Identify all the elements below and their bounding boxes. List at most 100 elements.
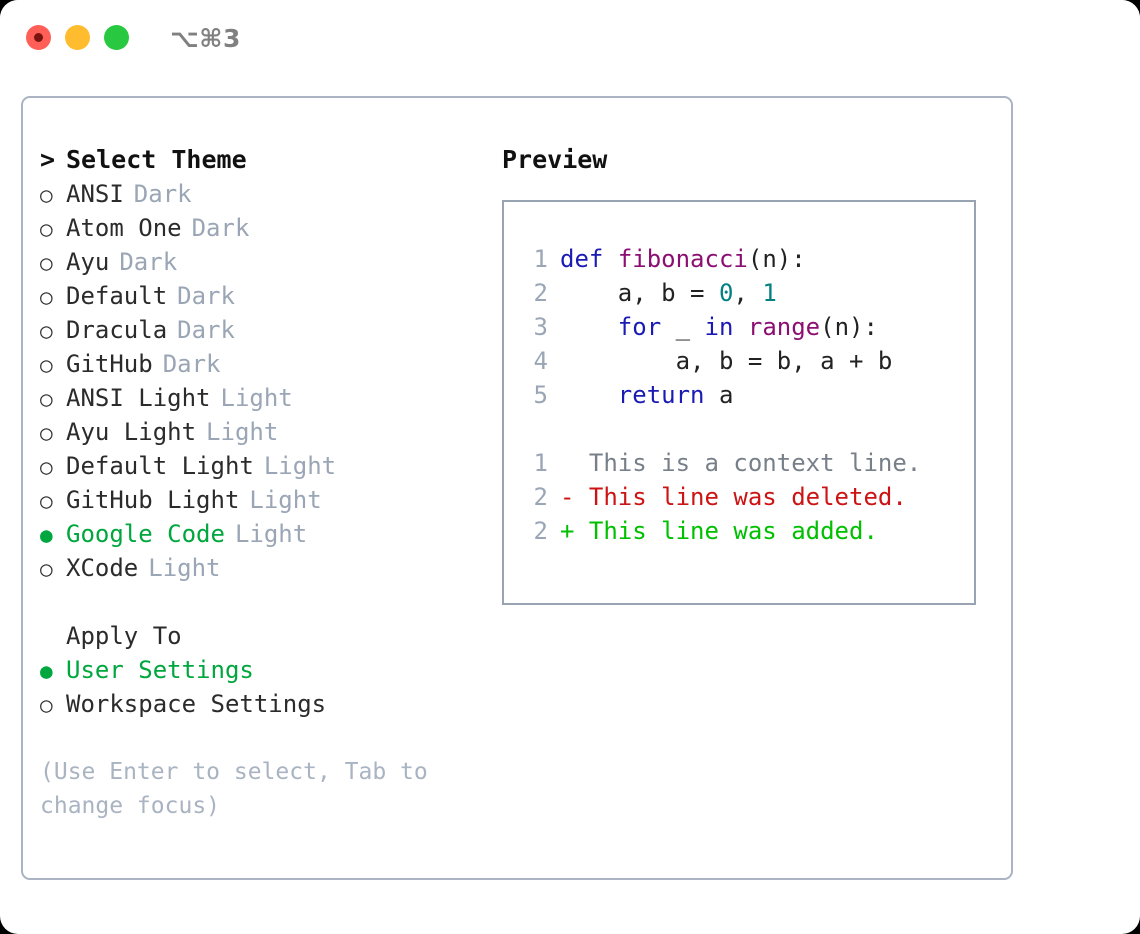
code-token-plain [733, 313, 747, 341]
radio-unselected-icon: ○ [40, 489, 53, 513]
theme-option-ansi[interactable]: ○ ANSI Dark [40, 177, 500, 211]
theme-option-label: ANSI [66, 180, 124, 208]
diff-line-number: 2 [533, 483, 548, 511]
theme-option-variant: Light [249, 486, 322, 514]
code-token-num: 0 [718, 279, 734, 307]
diff-sign [560, 449, 574, 477]
code-line-number: 5 [533, 381, 548, 409]
code-token-plain: , [733, 279, 763, 307]
theme-option-variant: Light [220, 384, 293, 412]
apply-to-option-label: User Settings [66, 656, 254, 684]
code-token-kw: def [560, 245, 604, 273]
theme-option-variant: Dark [177, 282, 235, 310]
theme-option-label: XCode [66, 554, 139, 582]
theme-option-label: ANSI Light [66, 384, 211, 412]
code-line-number: 1 [533, 245, 548, 273]
radio-unselected-icon: ○ [40, 251, 53, 275]
radio-unselected-icon: ○ [40, 183, 53, 207]
theme-option-github-light[interactable]: ○ GitHub Light Light [40, 483, 500, 517]
traffic-lights [26, 25, 129, 50]
theme-option-label: Google Code [66, 520, 225, 548]
apply-to-option-workspace-settings[interactable]: ○Workspace Settings [40, 687, 500, 721]
section-spacer [40, 585, 500, 619]
theme-option-variant: Light [234, 520, 308, 548]
code-token-plain: a [704, 381, 734, 409]
code-line: 2 a, b = 0, 1 [522, 276, 974, 310]
diff-spacer [522, 412, 974, 446]
code-line: 3 for _ in range(n): [522, 310, 974, 344]
theme-option-google-code[interactable]: ● Google Code Light [40, 517, 500, 551]
radio-unselected-icon: ○ [40, 387, 53, 411]
code-line-number: 4 [533, 347, 548, 375]
code-token-kw: for [617, 313, 662, 341]
code-token-fn: fibonacci [617, 245, 748, 273]
select-theme-header: > Select Theme [40, 143, 500, 177]
diff-line-del: 2- This line was deleted. [522, 480, 974, 514]
diff-text: This is a context line. [574, 449, 922, 477]
title-bar: ⌥⌘3 [0, 0, 1140, 78]
theme-option-variant: Dark [133, 180, 192, 208]
diff-line-number: 2 [533, 517, 548, 545]
code-token-kw: in [704, 313, 734, 341]
diff-line-add: 2 + This line was added. [522, 514, 974, 548]
code-token-plain [603, 245, 617, 273]
prompt-caret-icon: > [40, 145, 56, 174]
code-line-number: 3 [533, 313, 548, 341]
radio-unselected-icon: ○ [40, 285, 53, 309]
code-line: 4 a, b = b, a + b [522, 344, 974, 378]
theme-option-label: Ayu Light [66, 418, 197, 446]
theme-option-variant: Dark [119, 248, 178, 276]
diff-sample: 1 This is a context line. 2- This line wa… [522, 446, 974, 548]
theme-option-ayu[interactable]: ○ Ayu Dark [40, 245, 500, 279]
theme-option-variant: Light [148, 554, 221, 582]
window-title-shortcut: ⌥⌘3 [170, 24, 241, 53]
radio-unselected-icon: ○ [40, 421, 53, 445]
diff-text: This line was added. [574, 517, 878, 545]
close-window-icon[interactable] [26, 25, 51, 50]
radio-unselected-icon: ○ [40, 217, 53, 241]
minimize-window-icon[interactable] [65, 25, 90, 50]
theme-option-ansi-light[interactable]: ○ ANSI Light Light [40, 381, 500, 415]
theme-option-label: Default Light [66, 452, 254, 480]
theme-option-label: GitHub Light [66, 486, 240, 514]
theme-option-variant: Dark [177, 316, 235, 344]
theme-option-default[interactable]: ○ Default Dark [40, 279, 500, 313]
radio-selected-icon: ● [40, 523, 53, 547]
code-token-plain: a, b = b, a + b [560, 347, 893, 375]
radio-unselected-icon: ○ [40, 353, 53, 377]
maximize-window-icon[interactable] [104, 25, 129, 50]
code-line-number: 2 [533, 279, 548, 307]
theme-option-variant: Dark [191, 214, 250, 242]
code-token-punct: ( [747, 245, 763, 273]
diff-sign: + [560, 517, 575, 545]
theme-option-label: Ayu [66, 248, 110, 276]
diff-line-number: 1 [533, 449, 548, 477]
theme-option-label: Default [66, 282, 168, 310]
code-token-plain: n [834, 313, 850, 341]
keyboard-hint-text: (Use Enter to select, Tab to change focu… [40, 759, 428, 819]
select-theme-label: Select Theme [66, 145, 247, 174]
theme-option-variant: Light [263, 452, 337, 480]
radio-selected-icon: ● [40, 659, 53, 683]
radio-unselected-icon: ○ [40, 319, 53, 343]
code-token-plain [560, 313, 618, 341]
code-token-num: 1 [762, 279, 777, 307]
apply-to-label: Apply To [66, 622, 182, 650]
code-token-fn: range [747, 313, 821, 341]
code-token-plain: a, b = [560, 279, 719, 307]
apply-to-option-user-settings[interactable]: ● User Settings [40, 653, 500, 687]
